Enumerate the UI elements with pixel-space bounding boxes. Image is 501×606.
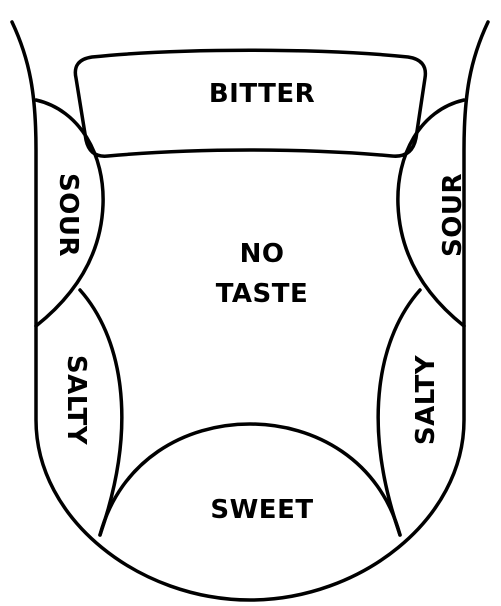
no-taste-label-line1: NO <box>240 239 285 269</box>
salty-label-left: SALTY <box>61 355 91 446</box>
sour-label-right: SOUR <box>438 173 468 257</box>
sweet-label: SWEET <box>210 495 313 525</box>
salty-label-right: SALTY <box>411 354 441 445</box>
sour-label-left: SOUR <box>53 173 83 257</box>
bitter-label: BITTER <box>209 79 315 109</box>
no-taste-label-line2: TASTE <box>216 279 309 309</box>
